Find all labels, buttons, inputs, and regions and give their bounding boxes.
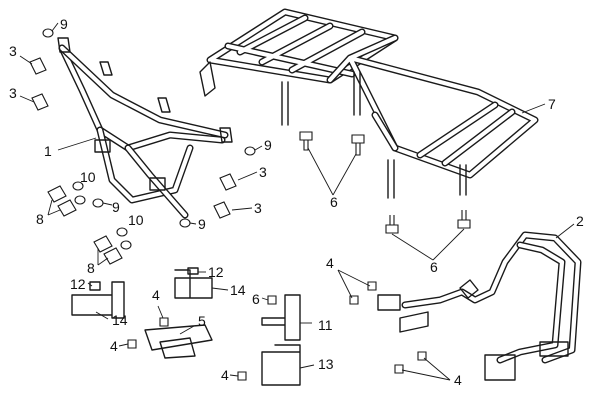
callout-8: 8 <box>87 260 95 276</box>
callout-12: 12 <box>70 276 86 292</box>
callout-3: 3 <box>9 43 17 59</box>
grab-bar-part-2 <box>377 231 582 381</box>
callout-9: 9 <box>264 137 272 153</box>
callout-3: 3 <box>9 85 17 101</box>
callout-12: 12 <box>208 264 224 280</box>
callout-13: 13 <box>318 356 334 372</box>
callout-9: 9 <box>60 16 68 32</box>
callout-4: 4 <box>454 372 462 388</box>
callout-10: 10 <box>80 169 96 185</box>
callout-9: 9 <box>198 216 206 232</box>
callout-4: 4 <box>152 287 160 303</box>
callout-7: 7 <box>548 96 556 112</box>
callout-10: 10 <box>128 212 144 228</box>
callout-6: 6 <box>430 259 438 275</box>
bolts-part-6 <box>299 131 471 234</box>
callout-4: 4 <box>221 367 229 383</box>
callout-3: 3 <box>254 200 262 216</box>
callout-14: 14 <box>112 312 128 328</box>
callout-3: 3 <box>259 164 267 180</box>
callout-4: 4 <box>110 338 118 354</box>
callout-5: 5 <box>198 313 206 329</box>
rear-rack-part-7 <box>199 8 539 199</box>
callout-4: 4 <box>326 255 334 271</box>
brackets-5-11-12-13-14 <box>71 267 301 386</box>
callout-6: 6 <box>330 194 338 210</box>
callout-1: 1 <box>44 143 52 159</box>
callout-14: 14 <box>230 282 246 298</box>
bolts-part-3 <box>29 57 237 219</box>
callout-9: 9 <box>112 199 120 215</box>
callout-6: 6 <box>252 291 260 307</box>
callout-8: 8 <box>36 211 44 227</box>
callout-2: 2 <box>576 213 584 229</box>
leader-lines <box>19 22 575 381</box>
front-frame-part-1 <box>57 37 233 219</box>
callout-labels: 1 2 3 3 3 3 4 4 4 4 4 5 6 6 6 7 8 8 9 9 … <box>9 16 584 388</box>
callout-11: 11 <box>318 317 333 333</box>
